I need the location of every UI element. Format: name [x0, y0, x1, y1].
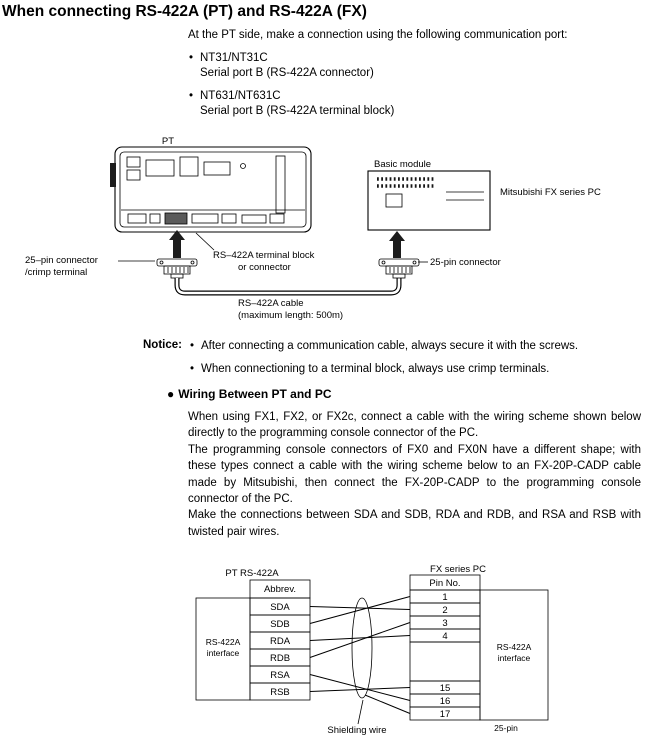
connection-wires — [309, 596, 411, 714]
pt-interface-label-line2: interface — [207, 648, 240, 658]
right-table-header: Pin No. — [429, 578, 460, 589]
rs422a-cable — [174, 278, 402, 296]
notice-item: • When connectioning to a terminal block,… — [190, 362, 662, 377]
up-arrow-right-icon — [389, 231, 405, 258]
wire-sda-pin2 — [309, 606, 411, 610]
signal-label: SDA — [270, 602, 290, 613]
pin-label: 3 — [442, 618, 447, 629]
notice-text: When connectioning to a terminal block, … — [201, 363, 550, 375]
left-connector-label-line2: /crimp terminal — [25, 267, 87, 278]
wire-pin17 — [364, 694, 411, 714]
pin-count-label: 25-pin — [494, 723, 518, 733]
shield-leader-line — [357, 699, 364, 725]
notice-items: • After connecting a communication cable,… — [190, 339, 662, 385]
pin-label: 15 — [440, 683, 451, 694]
port-item: • NT31/NT31C Serial port B (RS-422A conne… — [189, 51, 394, 81]
paragraph: The programming console connectors of FX… — [188, 443, 641, 506]
port-desc: Serial port B (RS-422A terminal block) — [200, 105, 395, 117]
terminal-block-label-line2: or connector — [238, 262, 291, 273]
wire-rsb-pin15 — [309, 687, 411, 692]
signal-label: RDB — [270, 653, 290, 664]
pt-interface-label-line1: RS-422A — [206, 637, 241, 647]
pc-interface-box: RS-422A interface — [479, 589, 549, 721]
bullet-icon: • — [189, 52, 194, 64]
right-connector-label: 25-pin connector — [430, 257, 501, 268]
port-name: NT631/NT631C — [200, 90, 281, 102]
basic-module-label: Basic module — [374, 159, 431, 170]
pc-label: Mitsubishi FX series PC — [500, 187, 601, 198]
page-title: When connecting RS-422A (PT) and RS-422A… — [2, 3, 367, 20]
pc-pin-table: Pin No. 1 2 3 4 15 16 17 — [409, 574, 481, 721]
up-arrow-left-icon — [169, 230, 185, 258]
section-title: Wiring Between PT and PC — [178, 387, 332, 401]
rs422a-cable-inner — [175, 278, 401, 295]
section-heading: ●Wiring Between PT and PC — [167, 387, 332, 401]
basic-module-drawing — [367, 170, 491, 231]
pt-label: PT — [162, 136, 174, 147]
left-connector-drawing — [156, 258, 198, 279]
pt-interface-box: RS-422A interface — [195, 597, 251, 701]
pin-label: 17 — [440, 709, 451, 720]
terminal-block-leader-line — [195, 232, 215, 251]
wire-rda-pin4 — [309, 635, 411, 641]
pt-side-header: PT RS-422A — [225, 568, 279, 579]
port-desc: Serial port B (RS-422A connector) — [200, 67, 374, 79]
signal-label: RSB — [270, 687, 290, 698]
paragraph: When using FX1, FX2, or FX2c, connect a … — [188, 411, 641, 440]
pc-interface-label-line2: interface — [498, 653, 531, 663]
right-connector-drawing — [378, 258, 420, 279]
port-list: • NT31/NT31C Serial port B (RS-422A conne… — [189, 51, 394, 127]
bullet-icon: • — [189, 90, 194, 102]
port-name: NT31/NT31C — [200, 52, 268, 64]
signal-label: RSA — [270, 670, 290, 681]
paragraph: Make the connections between SDA and SDB… — [188, 509, 641, 538]
notice-block: Notice: • After connecting a communicatio… — [143, 339, 662, 385]
bullet-icon: • — [190, 363, 195, 375]
wiring-diagram: PT RS-422A FX series PC Abbrev. SDA SDB … — [195, 564, 549, 736]
terminal-block-label-line1: RS–422A terminal block — [213, 250, 315, 261]
pin-label: 2 — [442, 605, 447, 616]
pin-cell-empty — [409, 641, 481, 682]
pin-label: 4 — [442, 631, 447, 642]
module-port — [385, 193, 403, 208]
signal-label: SDB — [270, 619, 290, 630]
wire-rdb-pin3 — [309, 622, 411, 658]
pc-interface-label-line1: RS-422A — [497, 642, 532, 652]
connection-diagram: PT — [25, 136, 601, 321]
wire-sdb-pin1 — [309, 596, 411, 624]
cable-label-line2: (maximum length: 500m) — [238, 310, 343, 321]
notice-text: After connecting a communication cable, … — [201, 340, 579, 352]
pin-label: 1 — [442, 592, 447, 603]
notice-label: Notice: — [143, 339, 182, 351]
pt-device-drawing — [110, 146, 312, 233]
pt-signal-table: Abbrev. SDA SDB RDA RDB RSA RSB — [249, 579, 311, 701]
left-connector-label-line1: 25–pin connector — [25, 255, 98, 266]
pc-side-header: FX series PC — [430, 564, 486, 575]
pin-label: 16 — [440, 696, 451, 707]
intro-text: At the PT side, make a connection using … — [188, 29, 568, 41]
wiring-paragraphs: When using FX1, FX2, or FX2c, connect a … — [188, 409, 641, 540]
bullet-icon: • — [190, 340, 195, 352]
port-item: • NT631/NT631C Serial port B (RS-422A ter… — [189, 89, 394, 119]
notice-item: • After connecting a communication cable,… — [190, 339, 662, 354]
left-table-header: Abbrev. — [264, 584, 296, 595]
cable-label-line1: RS–422A cable — [238, 298, 304, 309]
pt-serial-port-b — [164, 212, 188, 225]
shield-oval — [351, 597, 373, 699]
shield-label: Shielding wire — [327, 725, 386, 736]
signal-label: RDA — [270, 636, 291, 647]
section-marker-icon: ● — [167, 387, 175, 401]
wire-rsa-pin16 — [309, 674, 411, 701]
